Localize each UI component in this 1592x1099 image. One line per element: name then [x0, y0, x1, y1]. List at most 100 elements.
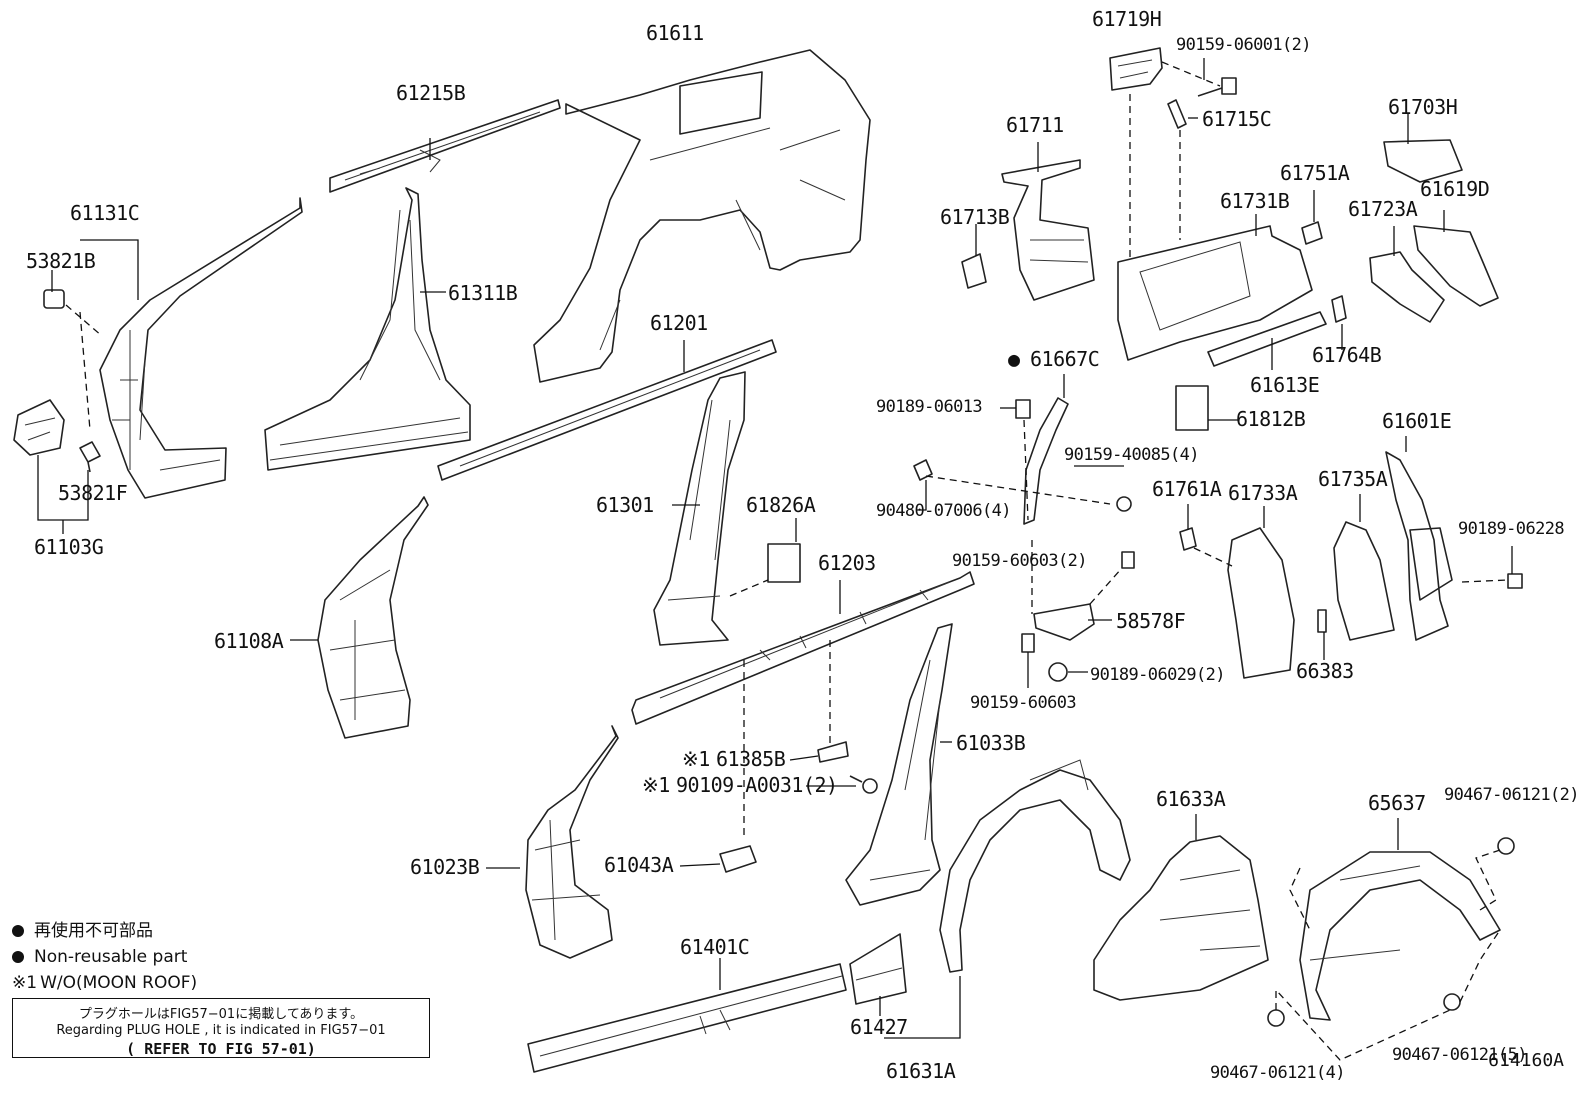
- label-61301: 61301: [596, 493, 654, 517]
- part-61311B-center-pillar: [264, 187, 471, 471]
- part-65637-liner: [1299, 851, 1501, 1021]
- part-90159-40085: [1116, 496, 1132, 512]
- label-90159-06001: 90159-06001(2): [1176, 35, 1311, 55]
- label-61719H: 61719H: [1092, 7, 1161, 31]
- legend-note-text: W/O(MOON ROOF): [40, 973, 198, 993]
- part-61033B-center-pillar-lower: [845, 623, 953, 906]
- notice-line-ref: ( REFER TO FIG 57-01): [126, 1040, 316, 1058]
- part-61735A: [1333, 521, 1395, 641]
- label-61385B: 61385B: [716, 747, 786, 771]
- part-61043A-bracket: [719, 845, 757, 873]
- legend-en-row: Non-reusable part: [12, 944, 197, 970]
- label-65637: 65637: [1368, 791, 1426, 815]
- part-90467-06121-nut-a: [1497, 837, 1515, 855]
- label-90467-06121a: 90467-06121(2): [1444, 785, 1579, 805]
- label-61619D: 61619D: [1420, 177, 1489, 201]
- part-90189-06013: [1015, 399, 1031, 419]
- legend-dot-icon: [12, 925, 24, 937]
- label-90467-06121c: 90467-06121(5): [1392, 1045, 1527, 1065]
- part-61761A: [1179, 527, 1197, 551]
- part-90159-06001-bolt: [1197, 77, 1237, 97]
- label-61131C: 61131C: [70, 201, 139, 225]
- legend-dot-icon: [12, 951, 24, 963]
- label-61667C-dot: ●: [1008, 347, 1020, 371]
- label-61667C: 61667C: [1030, 347, 1099, 371]
- part-90189-06228: [1507, 573, 1523, 589]
- label-61826A: 61826A: [746, 493, 816, 517]
- label-58578F: 58578F: [1116, 609, 1185, 633]
- legend-note-ref: ※1: [12, 973, 38, 993]
- label-61735A: 61735A: [1318, 467, 1388, 491]
- part-61103G-bracket: [13, 399, 65, 456]
- label-61613E: 61613E: [1250, 373, 1319, 397]
- part-61631A-wheelhouse-outer: [939, 759, 1131, 973]
- part-61215B-roof-rail: [329, 99, 561, 193]
- notice-box: プラグホールはFIG57−01に掲載してあります。 Regarding PLUG…: [12, 998, 430, 1058]
- label-90159-60603a: 90159-60603(2): [952, 551, 1087, 571]
- part-61633A-wheelhouse-inner: [1093, 835, 1269, 1001]
- part-61619D: [1413, 225, 1499, 307]
- legend-jp-row: 再使用不可部品: [12, 918, 197, 944]
- part-labels: 61611 61215B 61131C 53821B 61311B 53821F…: [26, 7, 1579, 1083]
- label-61311B: 61311B: [448, 281, 518, 305]
- label-61427: 61427: [850, 1015, 908, 1039]
- part-61613E: [1207, 311, 1327, 367]
- part-90159-60603-single: [1021, 633, 1035, 653]
- label-90109-A0031-prefix: ※1: [642, 773, 670, 797]
- label-61611: 61611: [646, 21, 704, 45]
- notice-line-en: Regarding PLUG HOLE , it is indicated in…: [56, 1023, 386, 1038]
- label-53821B: 53821B: [26, 249, 96, 273]
- label-90159-60603b: 90159-60603: [970, 693, 1076, 713]
- label-61761A: 61761A: [1152, 477, 1222, 501]
- label-61812B: 61812B: [1236, 407, 1306, 431]
- part-61401C-rocker: [527, 963, 847, 1073]
- label-61103G: 61103G: [34, 535, 103, 559]
- part-90480-07006: [913, 459, 933, 481]
- part-53821B-clip: [43, 289, 65, 309]
- part-61723A: [1369, 251, 1445, 323]
- part-61703H: [1383, 139, 1463, 183]
- part-90189-06029: [1048, 662, 1068, 682]
- label-61215B: 61215B: [396, 81, 466, 105]
- label-61033B: 61033B: [956, 731, 1026, 755]
- part-61023B-front-pillar-lower: [525, 725, 619, 959]
- part-58578F: [1033, 603, 1095, 641]
- label-61203: 61203: [818, 551, 876, 575]
- label-90159-40085: 90159-40085(4): [1064, 445, 1199, 465]
- label-61731B: 61731B: [1220, 189, 1290, 213]
- label-61601E: 61601E: [1382, 409, 1451, 433]
- part-90467-06121-nut-c: [1443, 993, 1461, 1011]
- legend-en-text: Non-reusable part: [34, 947, 188, 967]
- part-61601E: [1385, 451, 1453, 641]
- part-61385B-bracket: [817, 741, 849, 763]
- label-61631A: 61631A: [886, 1059, 956, 1083]
- part-90159-60603-bolt: [1121, 551, 1135, 569]
- part-61731B: [1117, 225, 1313, 361]
- label-61751A: 61751A: [1280, 161, 1350, 185]
- part-61711: [1001, 159, 1095, 301]
- label-90109-A0031: 90109-A0031(2): [676, 773, 838, 797]
- label-61201: 61201: [650, 311, 708, 335]
- label-61633A: 61633A: [1156, 787, 1226, 811]
- part-90467-06121-nut-b: [1267, 1009, 1285, 1027]
- part-61751A: [1301, 221, 1323, 245]
- label-61713B: 61713B: [940, 205, 1010, 229]
- part-61826A-pad: [767, 543, 801, 583]
- part-61611-quarter-panel: [533, 49, 871, 383]
- label-61733A: 61733A: [1228, 481, 1298, 505]
- label-61723A: 61723A: [1348, 197, 1418, 221]
- part-61131C-front-pillar: [99, 197, 303, 499]
- label-90467-06121b: 90467-06121(4): [1210, 1063, 1345, 1083]
- label-61711: 61711: [1006, 113, 1064, 137]
- part-61201-roof-side-rail: [437, 339, 777, 481]
- label-61401C: 61401C: [680, 935, 749, 959]
- part-90109-A0031-bolt: [849, 775, 878, 794]
- label-61108A: 61108A: [214, 629, 284, 653]
- label-61703H: 61703H: [1388, 95, 1457, 119]
- part-61812B: [1175, 385, 1209, 431]
- label-61023B: 61023B: [410, 855, 480, 879]
- legend-jp-text: 再使用不可部品: [34, 921, 153, 941]
- part-66383: [1317, 609, 1327, 633]
